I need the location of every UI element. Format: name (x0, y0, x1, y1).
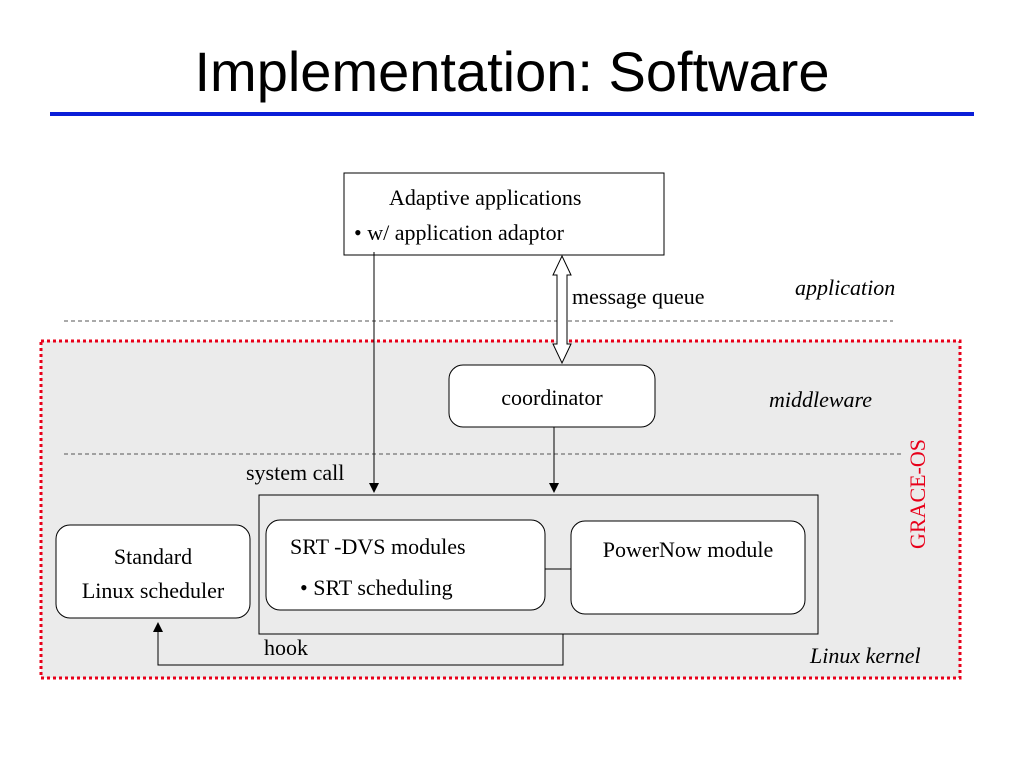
system-call-label: system call (246, 460, 345, 485)
srt-dvs-box (265, 519, 546, 611)
application-adaptor-label: • w/ application adaptor (354, 220, 564, 245)
standard-label: Standard (113, 544, 193, 569)
hook-arrow (153, 622, 564, 666)
title-underline (50, 112, 974, 116)
srt-dvs-modules-label: SRT -DVS modules (290, 534, 466, 559)
hook-label: hook (264, 635, 308, 660)
linux-scheduler-label: Linux scheduler (81, 578, 225, 603)
application-layer-label: application (795, 275, 896, 300)
standard-scheduler-box (55, 524, 251, 619)
adaptive-applications-label: Adaptive applications (389, 185, 582, 210)
page-title: Implementation: Software (194, 40, 830, 103)
srt-scheduling-label: • SRT scheduling (300, 575, 453, 600)
powernow-module-label: PowerNow module (602, 537, 774, 562)
grace-os-label: GRACE-OS (905, 438, 930, 550)
powernow-box (570, 520, 806, 615)
kernel-modules-container (258, 494, 819, 635)
linux-kernel-layer-label: Linux kernel (810, 643, 921, 668)
coordinator-label: coordinator (501, 385, 603, 410)
coordinator-box (448, 364, 656, 428)
message-queue-label: message queue (572, 284, 705, 309)
middleware-layer-label: middleware (769, 387, 873, 412)
adaptive-applications-box (343, 172, 665, 256)
message-queue-arrow (552, 254, 572, 365)
